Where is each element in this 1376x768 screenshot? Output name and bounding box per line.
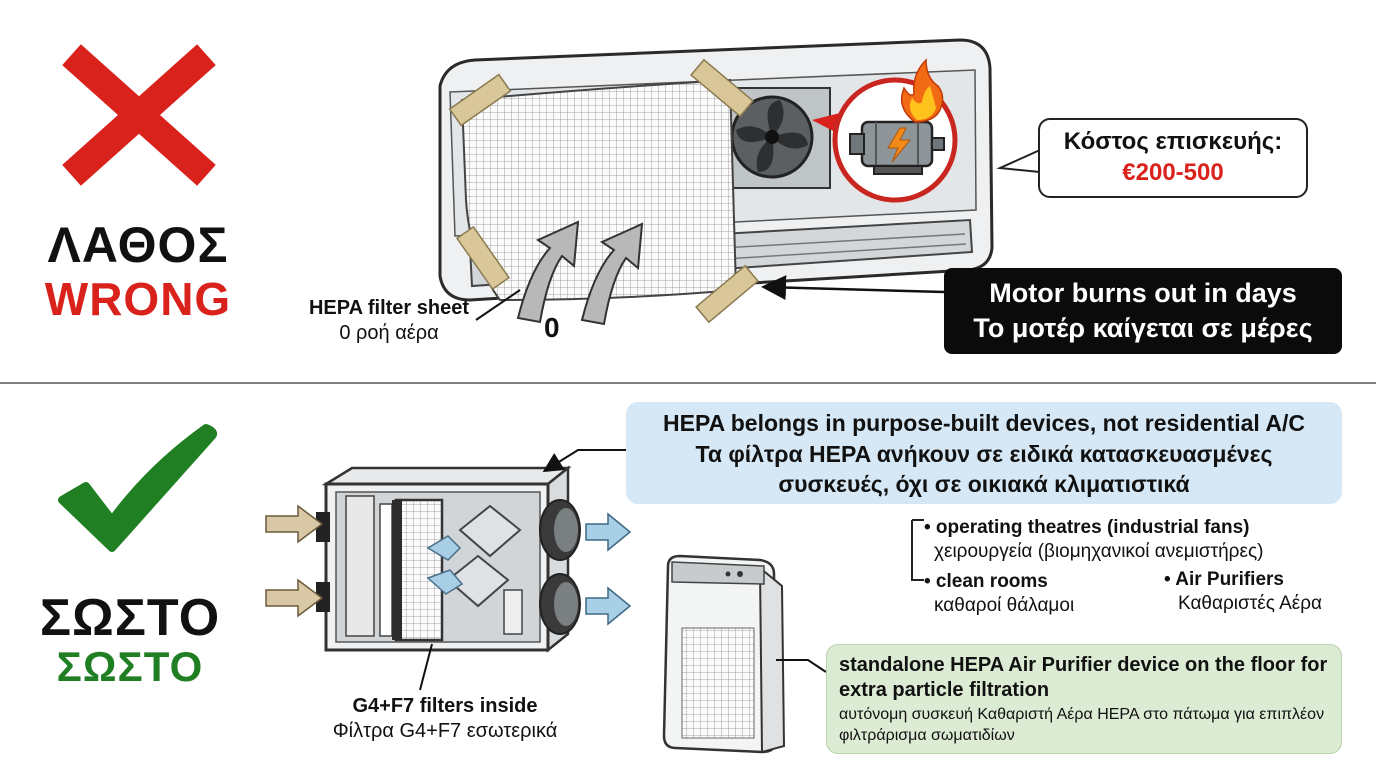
filters-inside-en: G4+F7 filters inside: [352, 695, 538, 717]
x-mark-icon: [62, 44, 216, 186]
repair-cost-value: €200-500: [1122, 159, 1224, 187]
purifier-callout-en: standalone HEPA Air Purifier device on t…: [839, 654, 1328, 701]
hepa-purpose-banner: HEPA belongs in purpose-built devices, n…: [626, 402, 1342, 504]
motor-burnout-callout: Motor burns out in days Το μοτέρ καίγετα…: [944, 268, 1342, 354]
bullet-air-purifiers: • Air Purifiers Καθαριστές Αέρα: [1164, 568, 1364, 616]
air-purifier: [662, 554, 786, 754]
repair-cost-label: Κόστος επισκευής:: [1063, 128, 1283, 155]
airflow-arrows: [516, 220, 644, 326]
outlet-arrows: [585, 512, 632, 626]
bullet-operating-theatres: • operating theatres (industrial fans) χ…: [924, 516, 1344, 564]
bullet-operating-theatres-en: • operating theatres (industrial fans): [924, 517, 1250, 538]
wrong-title-greek: ΛΑΘΟΣ: [47, 217, 229, 273]
bullet-clean-rooms-gr: καθαροί θάλαμοι: [934, 594, 1075, 616]
ventilation-unit: [316, 465, 581, 653]
bullet-air-purifiers-en: • Air Purifiers: [1164, 569, 1284, 590]
tape-strips: [448, 58, 759, 324]
motor-burnout-gr: Το μοτέρ καίγεται σε μέρες: [973, 313, 1313, 344]
filter-sheet-label-gr: 0 ροή αέρα: [339, 322, 439, 344]
fire-icon: [900, 58, 944, 123]
check-mark-icon: [58, 424, 218, 552]
bullet-clean-rooms: • clean rooms καθαροί θάλαμοι: [924, 570, 1144, 618]
bullet-operating-theatres-gr: χειρουργεία (βιομηχανικοί ανεμιστήρες): [934, 540, 1264, 562]
wrong-title-english: WRONG: [44, 273, 232, 325]
filter-sheet-label-en: HEPA filter sheet: [308, 297, 470, 319]
hepa-purpose-en: HEPA belongs in purpose-built devices, n…: [663, 410, 1305, 436]
purifier-callout-gr: αυτόνομη συσκευή Καθαριστή Αέρα HEPA στο…: [839, 706, 1325, 744]
hepa-filter-sheet: [460, 78, 738, 302]
right-subtitle: ΣΩΣΤΟ: [56, 643, 204, 690]
purifier-callout: standalone HEPA Air Purifier device on t…: [826, 644, 1342, 754]
repair-cost-bubble: Κόστος επισκευής: €200-500: [1038, 118, 1308, 198]
filter-sheet-caption: HEPA filter sheet 0 ροή αέρα: [264, 296, 514, 346]
zero-flow-label: 0: [544, 312, 560, 343]
bullet-air-purifiers-gr: Καθαριστές Αέρα: [1178, 592, 1323, 614]
inlet-arrows: [265, 504, 324, 618]
filters-inside-gr: Φίλτρα G4+F7 εσωτερικά: [332, 720, 558, 742]
bullet-clean-rooms-en: • clean rooms: [924, 571, 1048, 592]
hepa-purpose-gr: Τα φίλτρα HEPA ανήκουν σε ειδικά κατασκε…: [695, 440, 1273, 498]
lightning-icon: [887, 127, 912, 163]
motor-burnout-en: Motor burns out in days: [989, 278, 1297, 308]
right-title: ΣΩΣΤΟ: [39, 589, 221, 647]
fan-icon: [730, 95, 814, 179]
filters-inside-caption: G4+F7 filters inside Φίλτρα G4+F7 εσωτερ…: [300, 694, 590, 744]
